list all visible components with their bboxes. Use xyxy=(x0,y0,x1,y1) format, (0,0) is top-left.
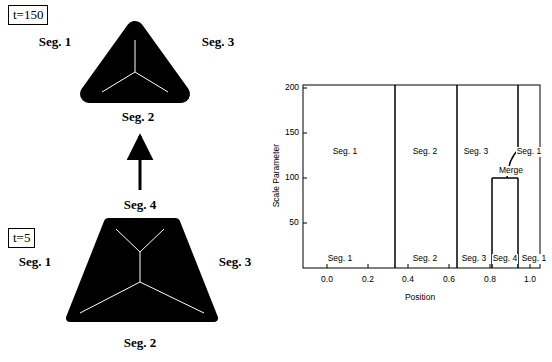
time-arrow xyxy=(139,136,142,190)
plot-frame xyxy=(303,85,540,268)
merge-label: Merge xyxy=(498,166,524,175)
segment-boundaries xyxy=(395,85,518,268)
segment-label: Seg. 3 xyxy=(464,147,489,156)
tick-label: 0.6 xyxy=(443,275,455,284)
shape-t5 xyxy=(70,222,214,318)
tick-label: 1.0 xyxy=(524,275,536,284)
segment-label: Seg. 3 xyxy=(219,255,252,269)
tick-label: 0.8 xyxy=(484,275,496,284)
segment-label: Seg. 1 xyxy=(521,254,548,263)
shape-t150 xyxy=(89,30,181,94)
segment-label: Seg. 4 xyxy=(492,254,519,263)
segment-label: Seg. 1 xyxy=(39,35,72,49)
segment-label: Seg. 2 xyxy=(122,110,155,124)
time-box: t=150 xyxy=(8,5,48,25)
time-box: t=5 xyxy=(8,228,35,248)
segment-label: Seg. 3 xyxy=(461,254,488,263)
segment-label: Seg. 1 xyxy=(19,255,52,269)
tick-label: 0.4 xyxy=(402,275,414,284)
tick-label: 0.2 xyxy=(362,275,374,284)
segment-label: Seg. 4 xyxy=(124,198,157,212)
tick-label: 50 xyxy=(289,218,298,227)
time-label: t=5 xyxy=(13,230,30,246)
tick-label: 100 xyxy=(285,173,299,182)
segment-label: Seg. 2 xyxy=(413,254,438,263)
segment-label: Seg. 1 xyxy=(516,147,543,156)
skeleton-t150 xyxy=(102,40,168,92)
segment-label: Seg. 3 xyxy=(202,35,235,49)
segment-label: Seg. 2 xyxy=(124,336,157,350)
axis-title: Position xyxy=(405,293,435,302)
time-label: t=150 xyxy=(13,7,43,23)
skeleton-t5 xyxy=(80,229,204,313)
tick-label: 150 xyxy=(285,128,299,137)
axis-ticks xyxy=(303,88,530,268)
tick-label: 0.0 xyxy=(321,275,333,284)
segment-label: Seg. 1 xyxy=(328,254,353,263)
segment-label: Seg. 1 xyxy=(333,147,358,156)
tick-label: 200 xyxy=(285,83,299,92)
segment-label: Seg. 2 xyxy=(413,147,438,156)
axis-title: Scale Parameter xyxy=(272,144,281,207)
